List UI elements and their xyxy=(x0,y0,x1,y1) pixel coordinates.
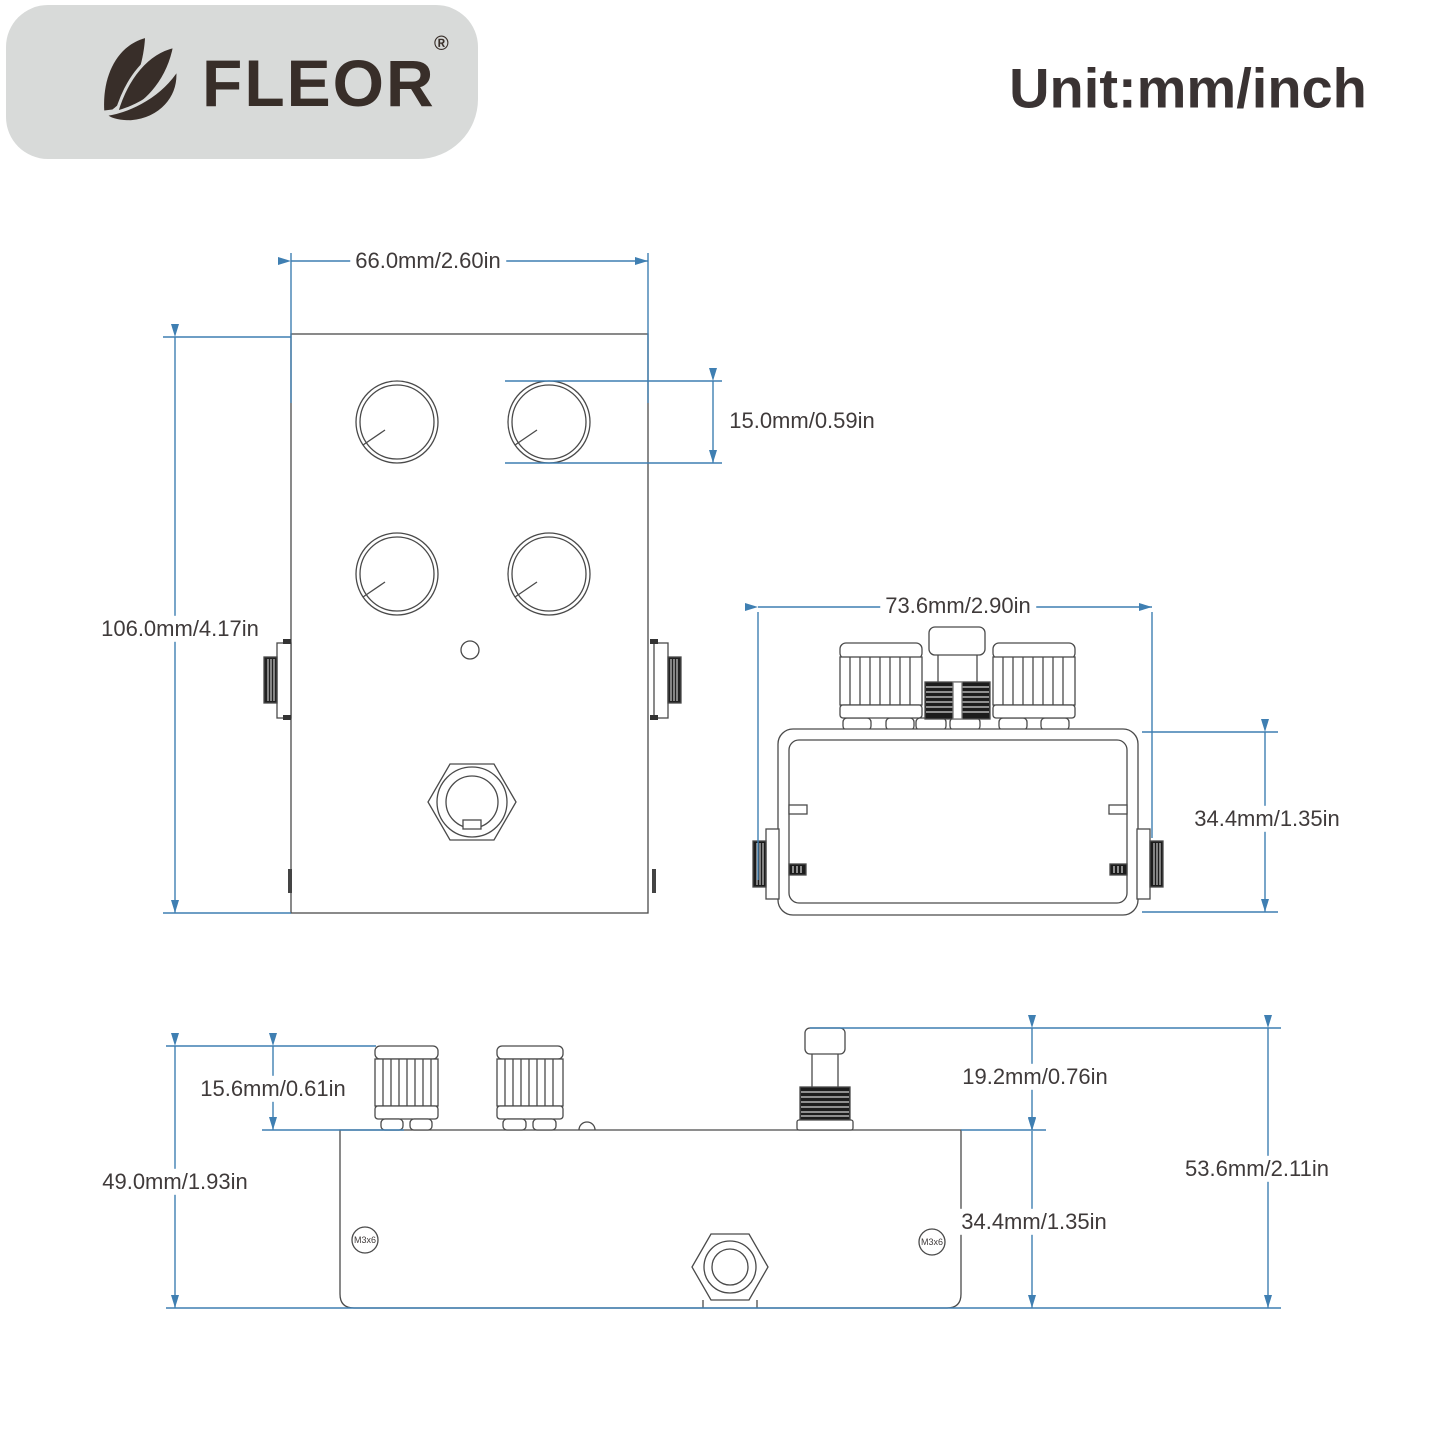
leaf-logo-icon xyxy=(102,38,180,124)
screw-circle-left xyxy=(351,1226,379,1254)
side-knob-right xyxy=(496,1045,564,1131)
registered-mark: ® xyxy=(434,33,449,55)
dim-side-body-label: 34.4mm/1.35in xyxy=(956,1208,1112,1236)
front-view-drawing xyxy=(752,626,1164,916)
mounting-tabs xyxy=(842,717,1070,731)
chassis-screw-right xyxy=(1109,863,1128,876)
front-jack-left xyxy=(752,828,780,900)
dim-front-width-label: 73.6mm/2.90in xyxy=(880,592,1036,620)
screw-label-right: M3x6 xyxy=(920,1237,944,1247)
footswitch-top xyxy=(427,763,517,841)
dim-side-switch-label: 19.2mm/0.76in xyxy=(957,1063,1113,1091)
brand-logo-panel: FLEOR ® xyxy=(6,5,478,159)
brand-name: FLEOR xyxy=(202,46,436,120)
knob-top-left xyxy=(355,380,439,464)
knob-bottom-left xyxy=(355,532,439,616)
knob-top-right xyxy=(507,380,591,464)
input-jack xyxy=(263,642,292,719)
screw-circle-right xyxy=(918,1228,946,1256)
enclosure-front-inner xyxy=(788,739,1128,904)
chassis-notch-left xyxy=(788,804,808,815)
dim-front-height-label: 34.4mm/1.35in xyxy=(1189,805,1345,833)
led-indicator xyxy=(460,640,480,660)
top-view-drawing xyxy=(263,333,682,914)
front-jack-right xyxy=(1136,828,1164,900)
dim-knob-diameter-label: 15.0mm/0.59in xyxy=(724,407,880,435)
chassis-notch-right xyxy=(1108,804,1128,815)
dim-side-overall-label: 53.6mm/2.11in xyxy=(1180,1155,1334,1183)
screw-label-left: M3x6 xyxy=(353,1235,377,1245)
dim-top-height-label: 106.0mm/4.17in xyxy=(96,615,264,643)
side-footswitch xyxy=(796,1027,854,1131)
front-knob-right xyxy=(992,642,1076,719)
dim-side-total-label: 49.0mm/1.93in xyxy=(97,1168,253,1196)
pedal-top-outline xyxy=(290,333,649,914)
front-footswitch xyxy=(924,626,991,720)
unit-label: Unit:mm/inch xyxy=(1009,56,1367,120)
dim-side-knob-label: 15.6mm/0.61in xyxy=(195,1075,351,1103)
enclosure-side-outline xyxy=(339,1129,962,1309)
side-view-drawing xyxy=(339,1027,962,1309)
output-jack xyxy=(653,642,682,719)
front-knob-left xyxy=(839,642,923,719)
side-knob-left xyxy=(374,1045,439,1131)
enclosure-front-outline xyxy=(777,728,1139,916)
dim-top-width-label: 66.0mm/2.60in xyxy=(350,247,506,275)
side-hex-nut xyxy=(691,1233,769,1308)
knob-bottom-right xyxy=(507,532,591,616)
led-bump xyxy=(578,1121,596,1131)
dimension-lines xyxy=(163,253,1281,1309)
chassis-screw-left xyxy=(788,863,807,876)
